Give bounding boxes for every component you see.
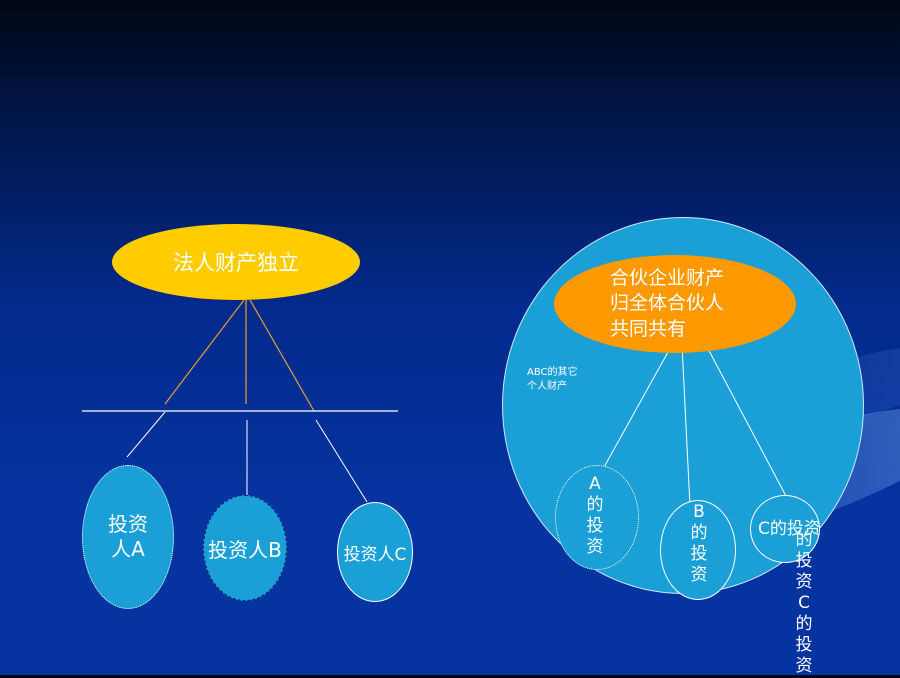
legal-person-property-label: 法人财产独立 — [173, 251, 299, 275]
investor-b-label: 投资人B — [208, 537, 282, 562]
connector-partnership-to-a — [597, 351, 669, 479]
c-investment-overflow-text: 的投资C的投资 — [795, 530, 813, 677]
investor-b-node: 投资人B — [203, 495, 287, 601]
partnership-property-node: 合伙企业财产 归全体合伙人 共同共有 — [554, 255, 796, 353]
connector-title-left-to-c — [249, 299, 315, 412]
connector-partnership-to-b — [681, 344, 691, 507]
legal-person-property-node: 法人财产独立 — [112, 224, 360, 300]
a-investment-label: A的投资 — [586, 474, 604, 558]
investor-c-label: 投资人C — [343, 544, 407, 565]
connector-title-left-to-a — [164, 299, 245, 405]
connector-partnership-to-c — [705, 344, 787, 497]
investor-a-node: 投资人A — [82, 465, 174, 609]
connector-divider-to-c — [315, 419, 368, 503]
b-investment-node — [660, 500, 736, 600]
partnership-title-line-2: 归全体合伙人 — [610, 292, 725, 315]
c-investment-node — [750, 495, 820, 563]
investor-c-node: 投资人C — [337, 502, 413, 602]
b-investment-label: B的投资 — [690, 502, 708, 586]
investor-a-label: 投资人A — [108, 512, 148, 561]
partnership-title-line-1: 合伙企业财产 — [610, 267, 725, 290]
c-investment-label: C的投资 — [758, 519, 821, 539]
connector-divider-to-a — [126, 411, 166, 458]
a-investment-node — [555, 465, 639, 570]
abc-other-property-note: ABC的其它个人财产 — [527, 367, 578, 392]
partnership-title-line-3: 共同共有 — [610, 317, 687, 340]
